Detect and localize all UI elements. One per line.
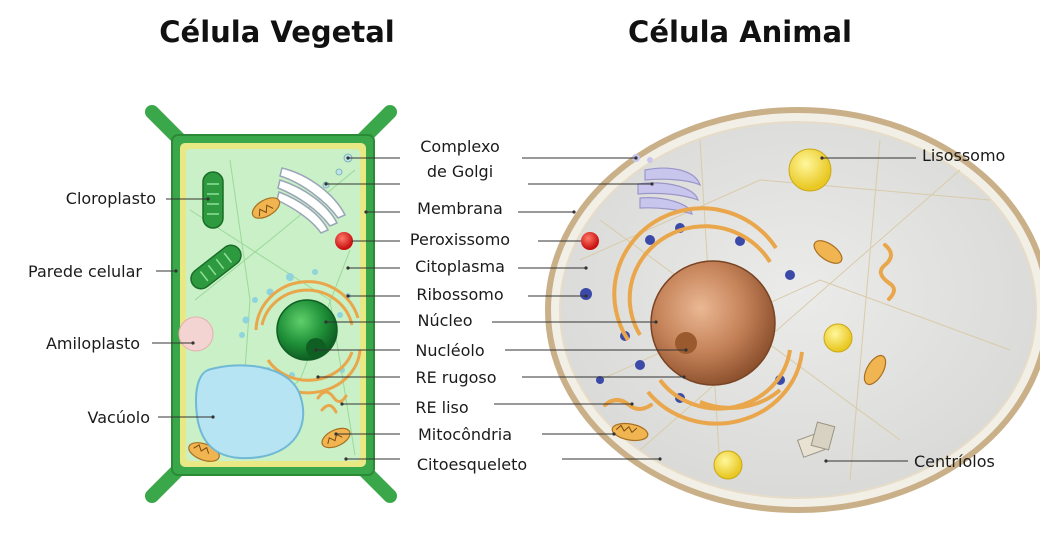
label-complexo-golgi-line2: de Golgi [426,162,494,181]
label-lisossomo: Lisossomo [922,146,1006,165]
animal-rough-er [612,206,804,426]
label-centriolos: Centríolos [914,452,995,471]
animal-ribosomes [580,223,795,403]
label-mitocondria: Mitocôndria [417,425,513,444]
plant-golgi [276,167,347,234]
label-cloroplasto: Cloroplasto [65,189,156,208]
label-citoesqueleto: Citoesqueleto [416,455,528,474]
plant-amyloplast [178,316,214,352]
label-citoplasma: Citoplasma [415,257,505,276]
animal-cell [545,107,1040,513]
label-ribossomo: Ribossomo [416,285,504,304]
plant-ribosomes [239,269,351,378]
animal-peroxisome [581,232,599,250]
animal-smooth-er [603,243,896,411]
plant-chloroplasts [190,171,242,290]
plant-peroxisome [335,232,353,250]
animal-lysosomes [713,148,853,480]
plant-nucleolus [306,338,326,358]
label-amiloplasto: Amiloplasto [45,334,140,353]
title-animal-cell: Célula Animal [628,15,852,49]
label-nucleo: Núcleo [417,311,473,330]
animal-centrioles [796,421,836,458]
label-parede-celular: Parede celular [28,262,142,281]
plant-vacuole [194,364,305,460]
plant-smooth-er [316,390,348,414]
animal-mitochondria [611,240,887,442]
animal-nucleus [650,260,776,386]
plant-cell [145,105,397,503]
label-membrana: Membrana [417,199,503,218]
label-re-rugoso: RE rugoso [415,368,497,387]
leader-lines [152,157,916,462]
leader-dots [174,156,828,463]
title-plant-cell: Célula Vegetal [159,15,395,49]
label-complexo-golgi-line1: Complexo [420,137,500,156]
label-vacuolo: Vacúolo [87,408,150,427]
animal-nucleolus [675,332,697,354]
label-re-liso: RE liso [415,398,469,417]
label-nucleolo: Nucléolo [415,341,485,360]
label-peroxissomo: Peroxissomo [409,230,511,249]
